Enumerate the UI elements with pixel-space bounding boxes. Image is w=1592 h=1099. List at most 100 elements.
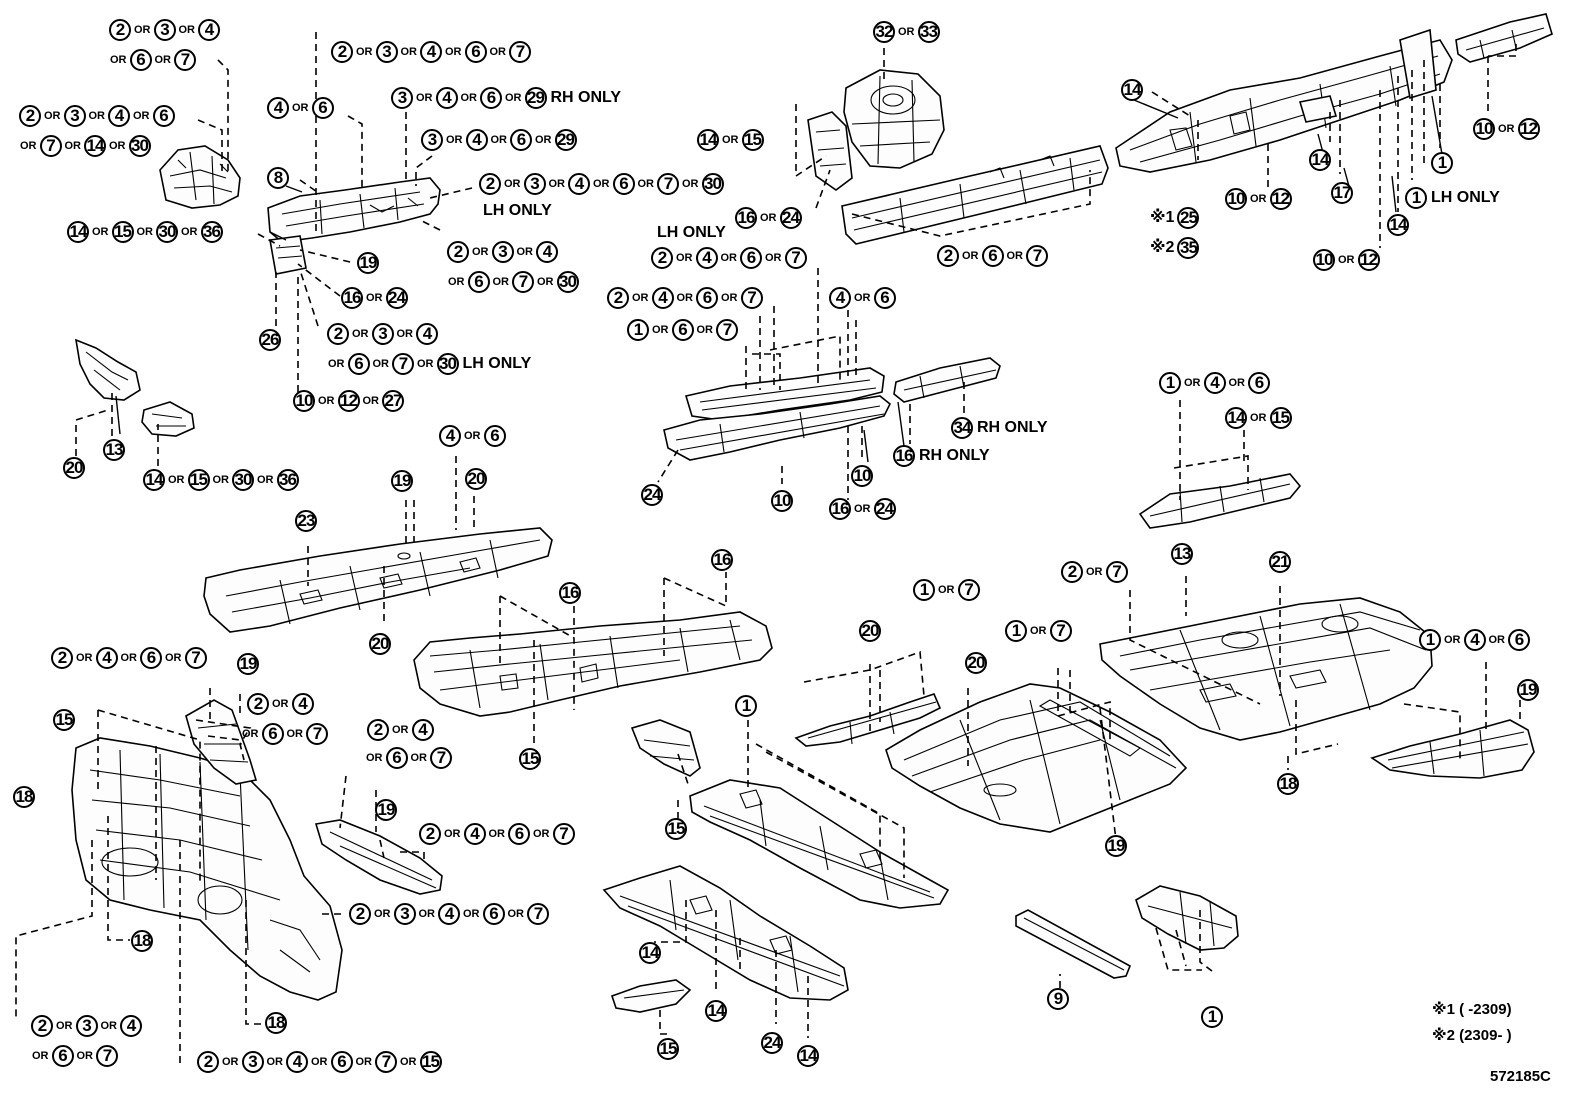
part-number-circle: 15 — [741, 129, 764, 151]
part-number-circle: 14 — [1225, 407, 1247, 429]
part-number-circle: 14 — [705, 1000, 727, 1022]
part-number-circle: 18 — [1277, 773, 1299, 795]
part-number-circle: 12 — [1517, 118, 1540, 140]
part-number-circle: 7 — [740, 287, 763, 309]
or-connector: OR — [492, 276, 510, 288]
or-connector: OR — [181, 226, 198, 238]
part-number-circle: 20 — [859, 620, 881, 642]
side-note: RH ONLY — [977, 419, 1048, 436]
or-connector: OR — [676, 292, 694, 304]
callout-d7: 16 — [710, 547, 734, 573]
side-note: LH ONLY — [1431, 189, 1500, 206]
part-number-circle: 2 — [419, 823, 441, 845]
part-number-circle: 6 — [152, 105, 175, 127]
part-number-circle: 2 — [51, 647, 73, 669]
part-number-circle: 4 — [829, 287, 851, 309]
part-number-circle: 3 — [375, 41, 398, 63]
or-connector: OR — [76, 652, 93, 664]
or-connector: OR — [318, 395, 335, 407]
part-number-circle: 2 — [479, 173, 501, 195]
part-number-circle: 33 — [917, 21, 940, 43]
part-number-circle: 10 — [293, 390, 315, 412]
callout-e9: 19 — [374, 797, 398, 823]
part-bottom-member — [602, 865, 849, 1013]
or-connector: OR — [292, 102, 309, 114]
part-number-circle: 1 — [1419, 629, 1441, 651]
callout-f13: 9 — [1046, 986, 1070, 1012]
or-connector: OR — [92, 226, 109, 238]
part-number-circle: 19 — [1105, 835, 1127, 857]
or-connector: OR — [328, 358, 345, 370]
part-number-circle: 24 — [779, 207, 802, 229]
or-connector: OR — [1498, 123, 1515, 135]
part-center-crossmember — [689, 779, 950, 909]
part-suspension-tower — [807, 69, 945, 191]
part-number-circle: 6 — [508, 823, 530, 845]
or-connector: OR — [133, 110, 150, 122]
part-number-circle: 4 — [291, 693, 314, 715]
or-connector: OR — [400, 46, 418, 58]
or-connector: OR — [366, 292, 383, 304]
part-number-circle: 2 — [367, 719, 389, 741]
part-number-circle: 18 — [13, 786, 35, 808]
part-number-circle: 18 — [265, 1012, 287, 1034]
part-number-circle: 34 — [951, 417, 973, 439]
or-connector: OR — [1086, 566, 1103, 578]
callout-d6: 16 — [558, 580, 582, 606]
part-number-circle: 6 — [510, 129, 532, 151]
or-connector: OR — [516, 246, 534, 258]
part-number-circle: 15 — [111, 221, 134, 243]
part-number-circle: 19 — [1517, 679, 1539, 701]
or-connector: OR — [356, 46, 373, 58]
or-connector: OR — [1444, 634, 1461, 646]
or-connector: OR — [1250, 193, 1267, 205]
side-note: LH ONLY — [462, 355, 532, 372]
part-front-floor-pan — [203, 527, 553, 633]
or-connector: OR — [178, 24, 196, 36]
or-connector: OR — [286, 728, 304, 740]
part-number-circle: 4 — [651, 287, 674, 309]
part-number-circle: 21 — [1269, 551, 1291, 573]
part-number-circle: 7 — [184, 647, 207, 669]
part-number-circle: 2 — [1061, 561, 1083, 583]
reference-mark: ※1 — [1150, 209, 1175, 226]
part-number-circle: 24 — [873, 498, 896, 520]
or-connector: OR — [392, 724, 409, 736]
part-number-circle: 6 — [51, 1045, 74, 1067]
part-number-circle: 26 — [259, 329, 281, 351]
callout-e2: 19 — [236, 651, 260, 677]
part-number-circle: 6 — [467, 271, 490, 293]
part-number-circle: 15 — [187, 469, 210, 491]
part-number-circle: 14 — [639, 942, 661, 964]
part-number-circle: 14 — [67, 221, 89, 243]
callout-a11: LH ONLY — [480, 198, 552, 224]
part-number-circle: 36 — [276, 469, 299, 491]
side-note: LH ONLY — [483, 202, 552, 219]
part-number-circle: 12 — [1269, 188, 1292, 210]
callout-f4: 20 — [964, 650, 988, 676]
part-rocker-panel — [663, 367, 892, 461]
or-connector: OR — [56, 1020, 73, 1032]
part-number-circle: 6 — [740, 247, 762, 269]
part-number-circle: 10 — [1313, 249, 1335, 271]
part-number-circle: 7 — [39, 135, 62, 157]
part-number-circle: 14 — [143, 469, 165, 491]
part-number-circle: 2 — [607, 287, 629, 309]
part-number-circle: 2 — [331, 41, 353, 63]
callout-g5: 19 — [1516, 677, 1540, 703]
or-connector: OR — [366, 752, 383, 764]
part-number-circle: 1 — [1159, 372, 1181, 394]
or-connector: OR — [110, 54, 127, 66]
part-number-circle: 14 — [1121, 79, 1143, 101]
part-number-circle: 10 — [851, 465, 873, 487]
